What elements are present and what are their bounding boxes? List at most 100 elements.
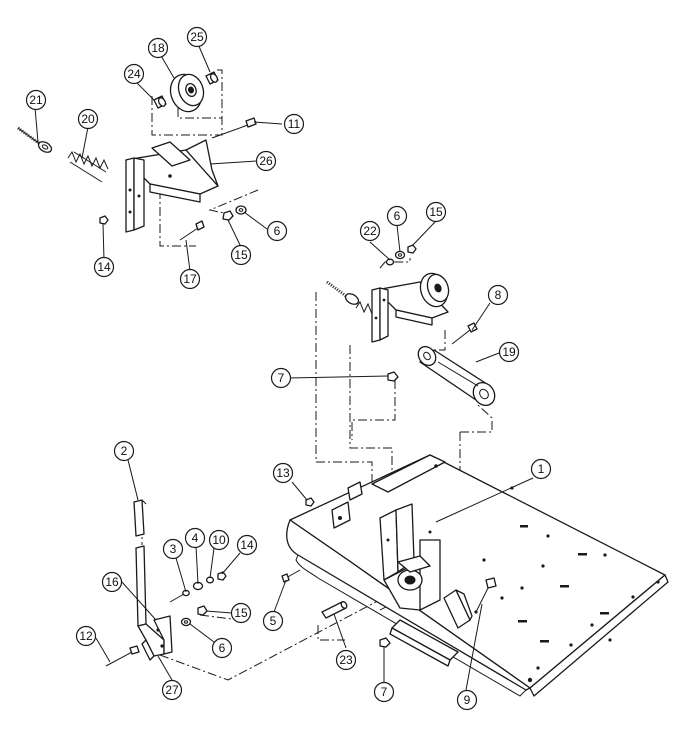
callout-circle: [184, 527, 206, 549]
callout-c15b: 15: [425, 201, 447, 223]
washer-6a: [235, 205, 247, 215]
callout-number: 15: [234, 248, 248, 262]
callout-c8: 8: [487, 284, 509, 306]
callout-number: 11: [288, 117, 301, 131]
callout-c26: 26: [255, 150, 277, 172]
callout-number: 15: [429, 205, 443, 219]
callout-number: 18: [151, 41, 165, 55]
center-bracket: [379, 503, 441, 611]
callout-number: 26: [259, 154, 273, 168]
callout-circle: [236, 534, 258, 556]
bolt-9: [475, 577, 497, 613]
callout-c14a: 14: [93, 256, 115, 278]
nut-7b: [379, 637, 391, 648]
callout-circle: [255, 150, 277, 172]
washer-6b: [394, 250, 406, 260]
callout-number: 14: [97, 260, 111, 274]
nut-15a: [222, 210, 234, 221]
callout-number: 27: [165, 683, 179, 697]
callout-number: 20: [81, 112, 95, 126]
callout-layer: 1234566677891011121314141515151617181920…: [25, 26, 552, 711]
lever-assembly: [105, 499, 227, 667]
bracket-26: [125, 139, 219, 233]
callout-number: 19: [502, 345, 516, 359]
callout-c6a: 6: [266, 220, 288, 242]
callout-circle: [262, 610, 284, 632]
callout-circle: [230, 244, 252, 266]
callout-number: 4: [192, 531, 199, 545]
callout-circle: [498, 341, 520, 363]
callout-number: 5: [270, 614, 277, 628]
callout-c12: 12: [75, 625, 97, 647]
callout-circle: [487, 284, 509, 306]
callout-circle: [456, 689, 478, 711]
leader-lines: [34, 43, 534, 691]
callout-number: 21: [29, 93, 43, 107]
callout-number: 6: [274, 224, 281, 238]
callout-c2: 2: [113, 440, 135, 462]
callout-circle: [272, 462, 294, 484]
nut-15c: [197, 605, 208, 616]
callout-c20: 20: [77, 108, 99, 130]
callout-number: 14: [240, 538, 254, 552]
callout-number: 2: [121, 444, 128, 458]
callout-number: 17: [183, 272, 197, 286]
callout-c5: 5: [262, 610, 284, 632]
callout-c23: 23: [335, 649, 357, 671]
callout-circle: [161, 679, 183, 701]
callout-circle: [230, 602, 252, 624]
callout-circle: [113, 440, 135, 462]
callout-number: 6: [394, 209, 401, 223]
callout-c7a: 7: [270, 367, 292, 389]
callout-circle: [208, 529, 230, 551]
callout-c15a: 15: [230, 244, 252, 266]
callout-c3: 3: [162, 538, 184, 560]
bolt-17: [179, 220, 205, 241]
callout-c15c: 15: [230, 602, 252, 624]
callout-circle: [270, 367, 292, 389]
callout-number: 7: [278, 371, 285, 385]
callout-number: 24: [127, 67, 141, 81]
nut-15b: [407, 244, 417, 254]
callout-circle: [101, 571, 123, 593]
callout-c22: 22: [359, 220, 381, 242]
upper-left-assembly: [17, 71, 257, 241]
callout-c4: 4: [184, 527, 206, 549]
callout-number: 9: [464, 693, 471, 707]
callout-number: 8: [495, 288, 502, 302]
callout-number: 13: [276, 466, 290, 480]
eyebolt-21: [17, 126, 53, 153]
callout-number: 10: [212, 533, 226, 547]
callout-c24: 24: [123, 63, 145, 85]
nut-14a: [99, 215, 109, 225]
callout-c16: 16: [101, 571, 123, 593]
callout-number: 23: [339, 653, 353, 667]
bolt-12: [105, 645, 140, 667]
callout-circle: [359, 220, 381, 242]
callout-circle: [266, 220, 288, 242]
callout-number: 6: [219, 641, 226, 655]
washer-6c: [180, 617, 192, 627]
callout-number: 7: [381, 685, 388, 699]
callout-c27: 27: [161, 679, 183, 701]
spring-20: [67, 150, 109, 183]
callout-number: 16: [105, 575, 119, 589]
callout-c10: 10: [208, 529, 230, 551]
callout-c7b: 7: [373, 681, 395, 703]
upper-right-assembly: [326, 244, 496, 407]
callout-c1: 1: [530, 458, 552, 480]
callout-number: 12: [79, 629, 93, 643]
callout-circle: [186, 26, 208, 48]
bushing-24: [153, 95, 167, 109]
callout-circle: [425, 201, 447, 223]
bushing-25: [205, 71, 219, 85]
pin-23: [321, 601, 348, 619]
roller-right: [419, 272, 450, 308]
callout-c17: 17: [179, 268, 201, 290]
callout-c11: 11: [283, 113, 305, 135]
callout-circle: [335, 649, 357, 671]
callout-number: 15: [234, 606, 248, 620]
bolt-8: [451, 322, 478, 345]
